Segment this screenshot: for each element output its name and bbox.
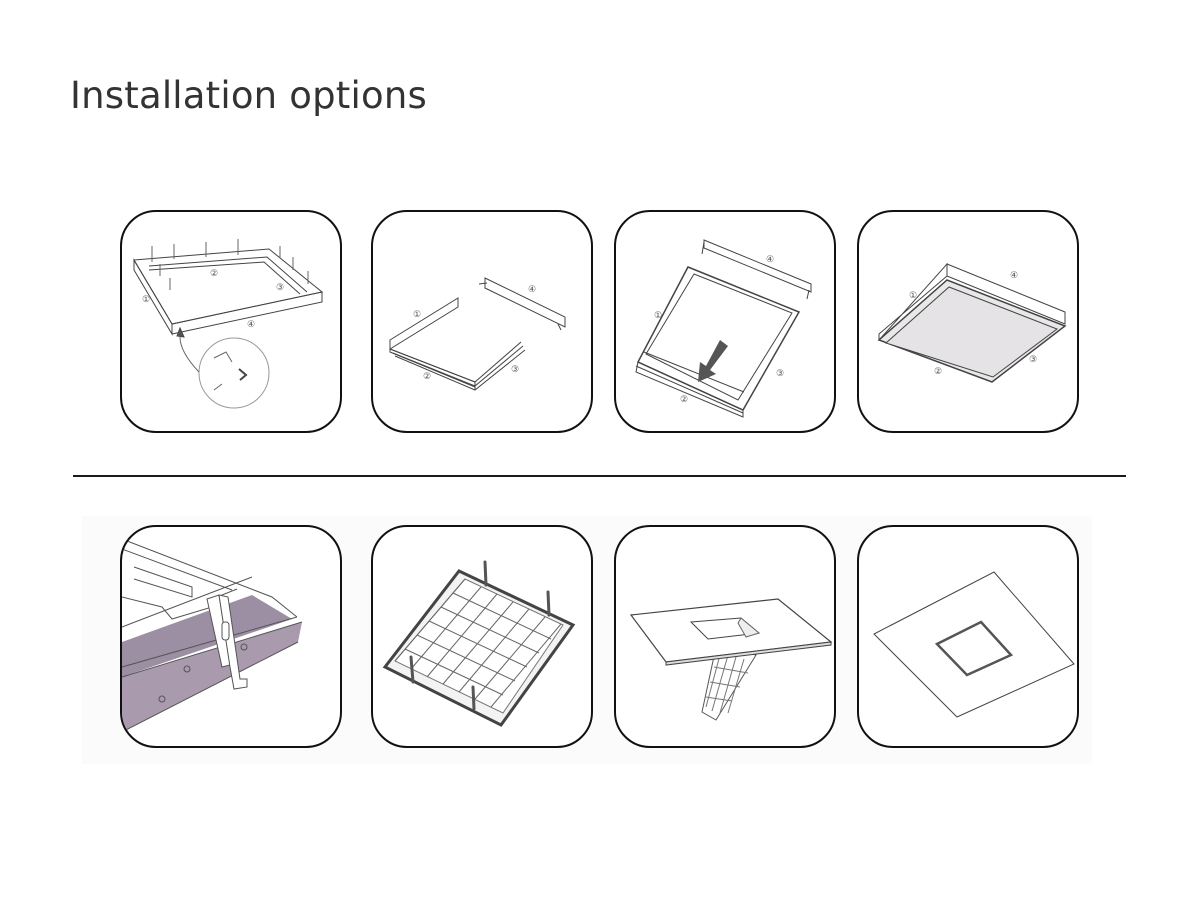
surface-step-3-card: ④ ① ③ ② [614, 210, 836, 433]
recessed-step-3-card [614, 525, 836, 748]
surface-mount-steps: ② ③ ① ④ ① ④ ② ③ [0, 210, 1200, 434]
svg-text:①: ① [413, 310, 421, 320]
svg-text:②: ② [934, 367, 942, 377]
svg-text:④: ④ [528, 285, 536, 295]
recessed-step-2-card [371, 525, 593, 748]
section-divider [73, 475, 1126, 477]
svg-text:②: ② [210, 269, 218, 279]
ceiling-insertion-illustration [629, 598, 833, 721]
surface-step-2-card: ① ④ ② ③ [371, 210, 593, 433]
recessed-step-4-card [857, 525, 1079, 748]
surface-step-1-card: ② ③ ① ④ [120, 210, 342, 433]
svg-text:④: ④ [766, 255, 774, 265]
flush-ceiling-panel-illustration [873, 571, 1075, 718]
svg-text:①: ① [909, 291, 917, 301]
svg-text:③: ③ [276, 283, 284, 293]
frame-assembly-illustration: ② ③ ① ④ [133, 239, 324, 409]
svg-text:③: ③ [1029, 355, 1037, 365]
panel-with-spring-clips-illustration [382, 560, 576, 727]
svg-text:③: ③ [511, 365, 519, 375]
page-title: Installation options [70, 74, 427, 117]
recessed-step-1-card [120, 525, 342, 748]
spring-clip-closeup-illustration [122, 538, 303, 733]
panel-insert-illustration: ④ ① ③ ② [635, 239, 812, 418]
insert-arrow-icon [698, 340, 728, 382]
svg-text:④: ④ [1010, 271, 1018, 281]
svg-text:①: ① [142, 295, 150, 305]
svg-text:④: ④ [247, 320, 255, 330]
finished-surface-panel-illustration: ① ④ ③ ② [877, 262, 1067, 383]
svg-text:③: ③ [776, 369, 784, 379]
surface-step-4-card: ① ④ ③ ② [857, 210, 1079, 433]
svg-text:①: ① [654, 311, 662, 321]
frame-sides-illustration: ① ④ ② ③ [389, 277, 566, 391]
svg-text:②: ② [423, 372, 431, 382]
recessed-mount-steps [0, 525, 1200, 749]
svg-text:②: ② [680, 395, 688, 405]
